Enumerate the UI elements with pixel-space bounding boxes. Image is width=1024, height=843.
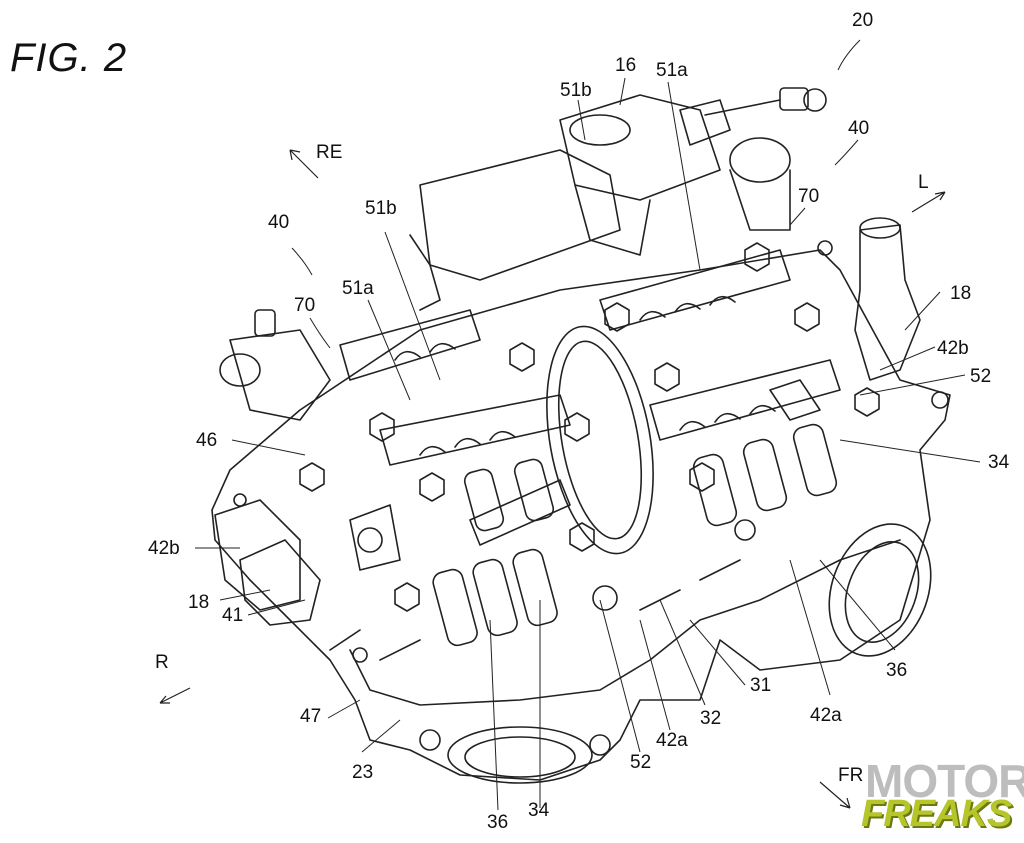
ref-label: 70 — [798, 186, 820, 207]
ref-label: 42a — [656, 730, 688, 751]
ref-label: 40 — [268, 212, 290, 233]
ref-label: 32 — [700, 708, 722, 729]
pipe-18-right — [854, 224, 921, 381]
ref-label: 18 — [950, 283, 972, 304]
ref-label: 34 — [988, 452, 1010, 473]
cylinder-head-outline — [211, 249, 951, 781]
cam-sprocket-housing — [546, 325, 654, 555]
intake-port-left — [214, 499, 301, 611]
ref-label: 70 — [294, 295, 316, 316]
ref-label: 42b — [148, 538, 180, 559]
exhaust-port — [447, 726, 593, 784]
ref-label: 18 — [188, 592, 210, 613]
ref-label: 47 — [300, 706, 322, 727]
ref-label: 52 — [630, 752, 652, 773]
pipe-18-left — [239, 539, 321, 626]
arrow-fr — [819, 781, 851, 809]
ref-label: 51b — [365, 198, 397, 219]
intake-port-right — [828, 523, 932, 657]
camshaft-right-upper — [599, 249, 791, 331]
motor-freaks-logo: MOTOR FREAKS — [855, 758, 1024, 838]
ref-label: 51a — [656, 60, 688, 81]
sensor-20 — [679, 99, 731, 146]
direction-label-fr: FR — [838, 765, 864, 786]
ref-label: 36 — [487, 812, 509, 833]
figure-title: FIG. 2 — [10, 36, 128, 80]
rocker-block — [419, 149, 621, 281]
ref-label: 31 — [750, 675, 772, 696]
ref-label: 34 — [528, 800, 550, 821]
arrow-r — [159, 687, 191, 704]
ref-label: 46 — [196, 430, 218, 451]
head-bottom-flange — [349, 539, 901, 706]
arrow-l — [911, 191, 946, 213]
ref-label: 23 — [352, 762, 374, 783]
ref-label: 20 — [852, 10, 874, 31]
leader-lines — [195, 39, 981, 811]
ref-label: 42b — [937, 338, 969, 359]
valve-actuator-16 — [559, 94, 721, 201]
ref-label: 51a — [342, 278, 374, 299]
direction-label-l: L — [918, 172, 929, 193]
arrow-re — [289, 149, 319, 179]
direction-arrows — [159, 149, 946, 809]
ref-label: 36 — [886, 660, 908, 681]
mount-hole — [419, 729, 441, 751]
ref-label: 16 — [615, 55, 637, 76]
ref-label: 41 — [222, 605, 244, 626]
ref-label: 51b — [560, 80, 592, 101]
camshaft-left-upper — [339, 309, 481, 381]
direction-label-r: R — [155, 652, 169, 673]
logo-line-1: MOTOR — [865, 755, 1024, 807]
ref-label: 42a — [810, 705, 842, 726]
direction-label-re: RE — [316, 142, 343, 163]
bolts — [299, 242, 880, 612]
logo-line-2: FREAKS — [861, 793, 1012, 835]
ref-label: 40 — [848, 118, 870, 139]
valve-lifters-lower — [432, 423, 838, 647]
ref-label: 52 — [970, 366, 992, 387]
